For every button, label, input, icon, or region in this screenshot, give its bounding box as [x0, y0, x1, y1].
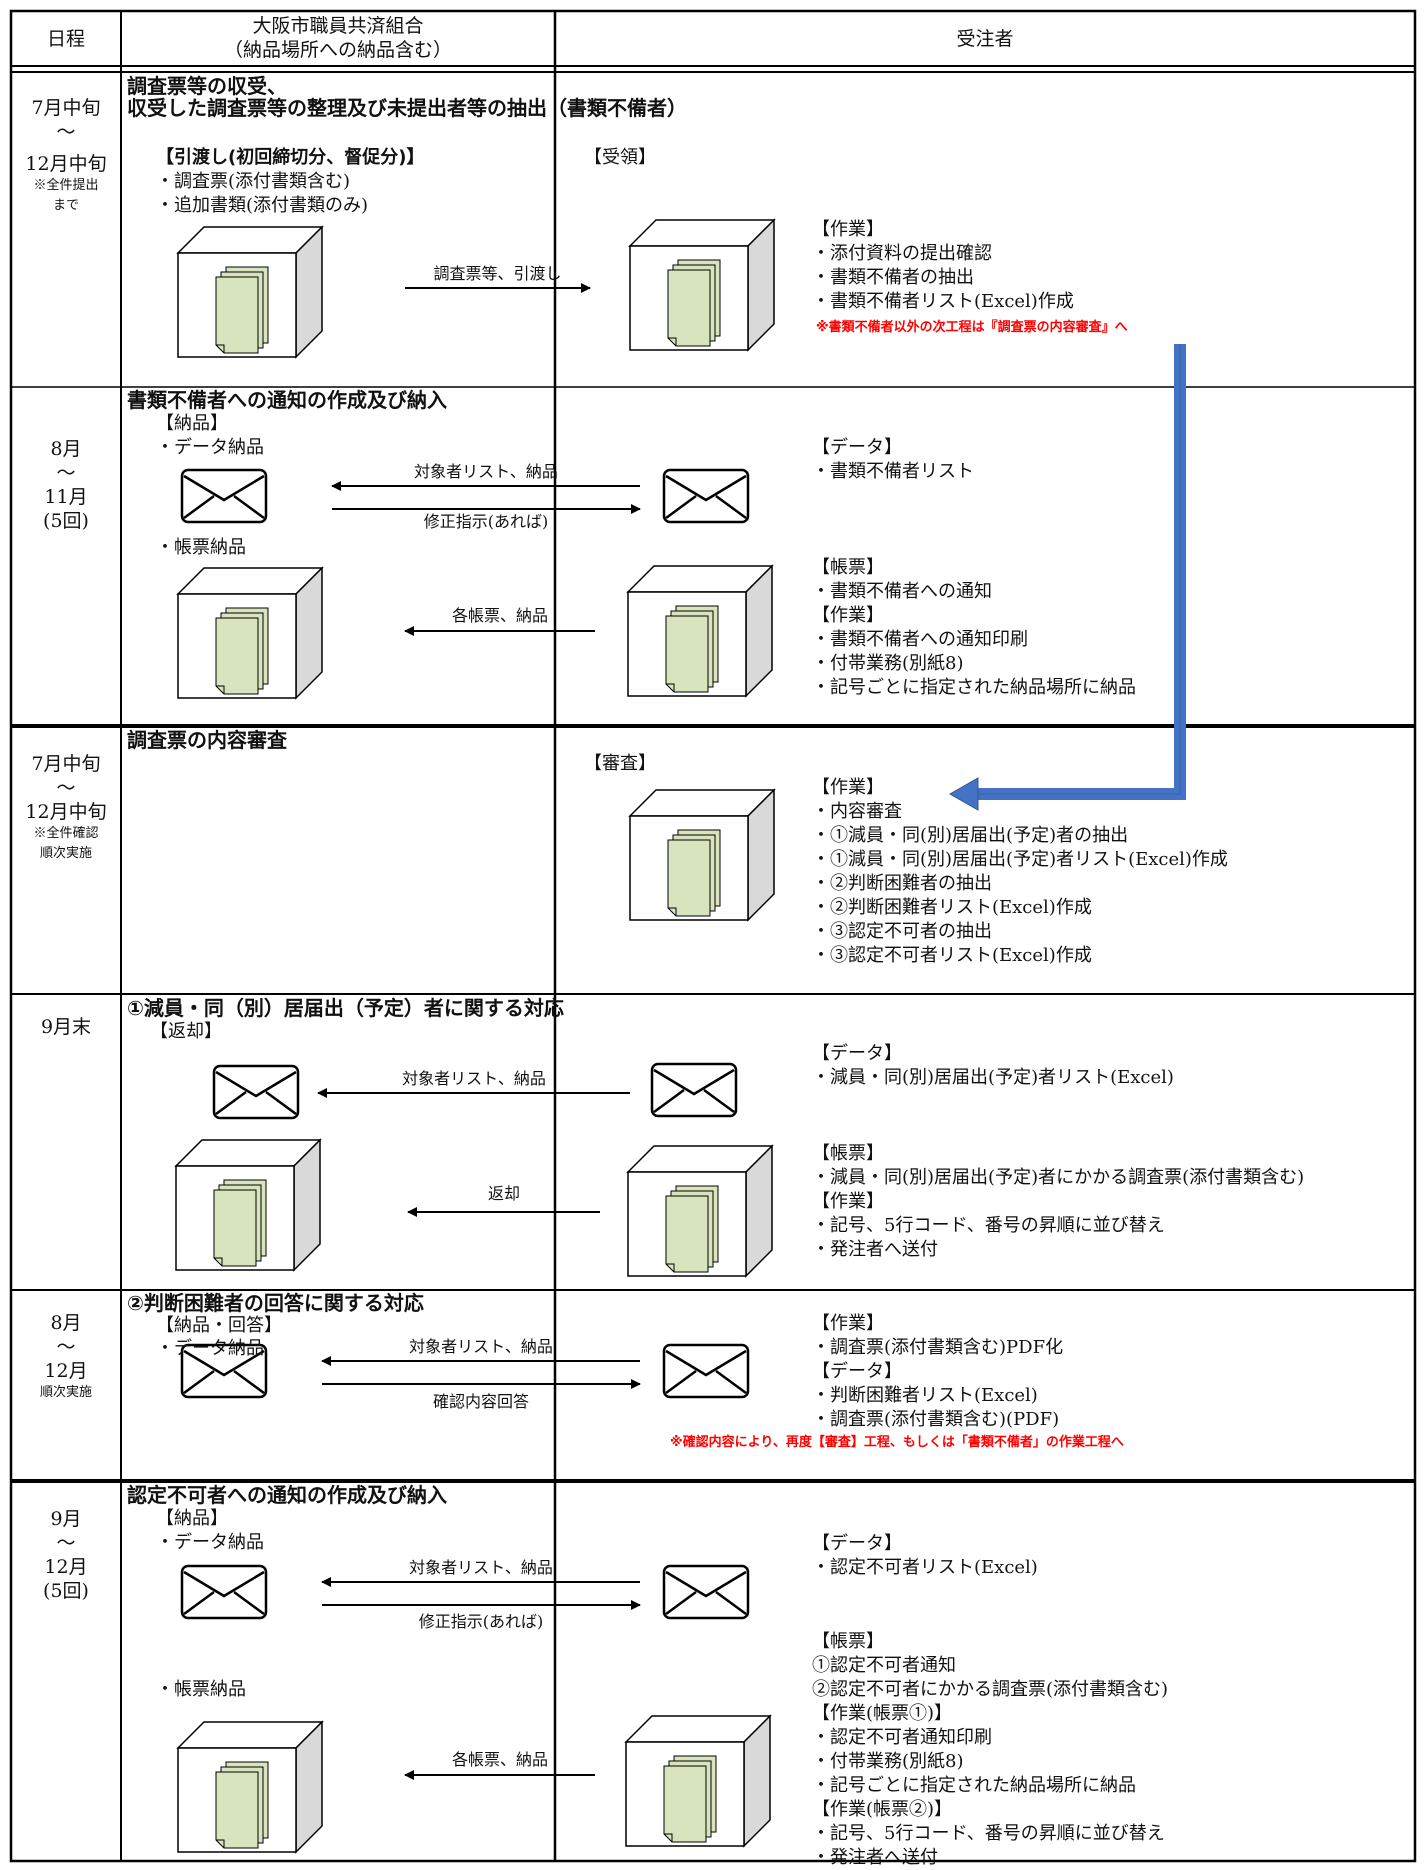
work-text: 【作業】 ・調査票(添付書類含む)PDF化 【データ】 ・判断困難者リスト(Ex…	[812, 1313, 1064, 1430]
envelope-icon	[180, 468, 268, 524]
arrow-label: 修正指示(あれば)	[418, 1612, 544, 1631]
left-label: 【納品・回答】	[156, 1315, 282, 1336]
schedule-cell: 8月～11月(5回)	[43, 438, 89, 532]
work-text: 【作業】 ・添付資料の提出確認 ・書類不備者の抽出 ・書類不備者リスト(Exce…	[812, 219, 1074, 312]
arrow-label: 各帳票、納品	[451, 1750, 548, 1769]
section-title: ②判断困難者の回答に関する対応	[127, 1291, 424, 1315]
left-label: 【引渡し(初回締切分、督促分)】	[156, 147, 425, 168]
envelope-icon	[662, 1564, 750, 1620]
arrow-label: 各帳票、納品	[451, 606, 548, 625]
arrow-label: 返却	[487, 1184, 520, 1203]
document-box-icon	[625, 1715, 771, 1847]
note-text: ※書類不備者以外の次工程は『調査票の内容審査』へ	[816, 320, 1128, 335]
form-delivery-label: ・帳票納品	[156, 537, 246, 558]
header-client-line1: 大阪市職員共済組合	[252, 15, 424, 37]
arrow-label: 修正指示(あれば)	[423, 512, 549, 531]
document-box-icon	[629, 789, 775, 921]
section-title: 調査票の内容審査	[127, 728, 287, 752]
form-text: 【帳票】 ・書類不備者への通知 【作業】 ・書類不備者への通知印刷 ・付帯業務(…	[812, 557, 1136, 698]
left-label: 【納品】	[156, 1508, 228, 1529]
schedule-cell: 8月～12月 順次実施	[39, 1312, 92, 1400]
header-contractor: 受注者	[956, 28, 1014, 50]
work-text: 【作業】 ・内容審査 ・①減員・同(別)居届出(予定)者の抽出 ・①減員・同(別…	[812, 777, 1228, 966]
left-label: 【返却】	[150, 1021, 222, 1042]
schedule-cell: 7月中旬～12月中旬 ※全件確認順次実施	[25, 753, 107, 861]
envelope-icon	[180, 1564, 268, 1620]
data-delivery-label: ・データ納品	[156, 437, 264, 458]
document-box-icon	[177, 567, 323, 699]
header-client-line2: （納品場所への納品含む）	[223, 39, 452, 61]
section-title: ①減員・同（別）居届出（予定）者に関する対応	[127, 996, 564, 1020]
data-text: 【データ】 ・認定不可者リスト(Excel)	[812, 1533, 1038, 1578]
right-label: 【審査】	[584, 753, 656, 774]
note-text: ※確認内容により、再度【審査】工程、もしくは「書類不備者」の作業工程へ	[670, 1435, 1124, 1450]
header-schedule: 日程	[46, 28, 85, 50]
arrow-label: 対象者リスト、納品	[402, 1069, 546, 1088]
document-box-icon	[627, 1145, 773, 1277]
envelope-icon	[662, 1343, 750, 1399]
section-title: 認定不可者への通知の作成及び納入	[127, 1483, 447, 1507]
envelope-icon	[662, 468, 750, 524]
document-box-icon	[177, 1721, 323, 1853]
data-delivery-label: ・データ納品	[156, 1532, 264, 1553]
document-box-icon	[175, 1139, 321, 1271]
envelope-icon	[212, 1064, 300, 1120]
section-title: 書類不備者への通知の作成及び納入	[127, 388, 447, 412]
section-title: 調査票等の収受、 収受した調査票等の整理及び未提出者等の抽出（書類不備者）	[127, 74, 687, 120]
data-text: 【データ】 ・減員・同(別)居届出(予定)者リスト(Excel)	[812, 1043, 1174, 1088]
document-box-icon	[627, 565, 773, 697]
document-box-icon	[629, 219, 775, 351]
envelope-icon	[650, 1062, 738, 1118]
document-box-icon	[177, 226, 323, 358]
schedule-cell: 9月～12月(5回)	[43, 1508, 89, 1602]
table-frame	[9, 9, 1417, 1863]
right-label: 【受領】	[584, 147, 656, 168]
arrow-label: 確認内容回答	[432, 1392, 529, 1411]
data-delivery-label: ・データ納品	[156, 1338, 264, 1359]
arrow-label: 対象者リスト、納品	[409, 1337, 553, 1356]
data-text: 【データ】 ・書類不備者リスト	[812, 437, 974, 482]
schedule-cell: 9月末	[40, 1016, 92, 1038]
form-text: 【帳票】 ・減員・同(別)居届出(予定)者にかかる調査票(添付書類含む) 【作業…	[812, 1143, 1305, 1260]
left-items: ・調査票(添付書類含む) ・追加書類(添付書類のみ)	[156, 171, 369, 216]
left-label: 【納品】	[156, 413, 228, 434]
schedule-cell: 7月中旬～12月中旬 ※全件提出まで	[25, 97, 107, 213]
arrow-label: 対象者リスト、納品	[409, 1558, 553, 1577]
arrow-label: 調査票等、引渡し	[433, 264, 562, 283]
form-delivery-label: ・帳票納品	[156, 1679, 246, 1700]
form-text: 【帳票】 ①認定不可者通知 ②認定不可者にかかる調査票(添付書類含む) 【作業(…	[812, 1631, 1169, 1868]
arrow-label: 対象者リスト、納品	[414, 462, 558, 481]
